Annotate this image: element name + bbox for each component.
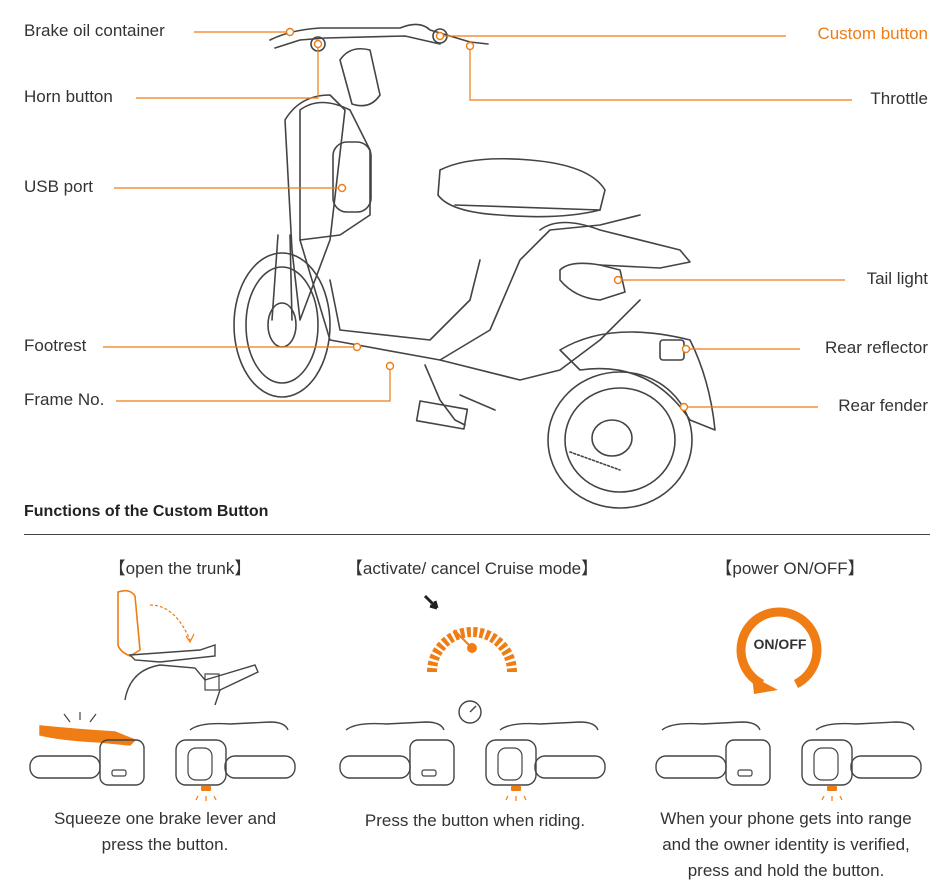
- caption-open-trunk-line1: Squeeze one brake lever and: [53, 809, 277, 828]
- caption-open-trunk-line2: press the button.: [101, 835, 229, 854]
- power-badge-label: ON/OFF: [753, 636, 807, 652]
- small-gauge-icon: [458, 700, 482, 724]
- brake-lever-handle-right: [655, 721, 771, 786]
- section-divider: [24, 534, 930, 535]
- label-frame-no: Frame No.: [24, 390, 105, 409]
- caption-cruise: Press the button when riding.: [330, 808, 620, 834]
- label-rear-reflector: Rear reflector: [825, 338, 928, 357]
- power-icon: [736, 607, 822, 694]
- rear-wheel: [547, 371, 693, 509]
- function-title-open-trunk: 【open the trunk】: [108, 559, 252, 578]
- caption-power: When your phone gets into range and the …: [636, 806, 936, 884]
- label-tail-light: Tail light: [866, 269, 928, 288]
- scooter-drawing: [233, 23, 716, 509]
- caption-power-line1: When your phone gets into range: [660, 809, 912, 828]
- trunk-illustration: [117, 589, 259, 706]
- callout-lines: [103, 31, 852, 408]
- brake-lever-handle-center: [339, 721, 455, 786]
- callout-dots: [285, 27, 691, 412]
- function-title-cruise: 【activate/ cancel Cruise mode】: [345, 559, 599, 578]
- label-brake-oil-container: Brake oil container: [24, 21, 165, 40]
- caption-cruise-line1: Press the button when riding.: [364, 811, 586, 830]
- label-footrest: Footrest: [24, 336, 87, 355]
- callout-throttle: [469, 46, 852, 101]
- custom-button-handle-3: [801, 721, 922, 801]
- label-usb-port: USB port: [24, 177, 93, 196]
- rear-fender: [559, 331, 716, 431]
- custom-button-handle-1: [175, 721, 296, 801]
- caption-power-line3: press and hold the button.: [687, 861, 885, 880]
- callout-horn: [136, 46, 319, 99]
- function-title-power: 【power ON/OFF】: [715, 559, 865, 578]
- callout-frame-no: [116, 368, 391, 402]
- speedometer-icon: [423, 594, 517, 673]
- label-custom-button: Custom button: [817, 24, 928, 43]
- label-throttle: Throttle: [870, 89, 928, 108]
- brake-lever-handle-left: [29, 712, 145, 786]
- caption-open-trunk: Squeeze one brake lever and press the bu…: [20, 806, 310, 858]
- custom-button-handle-2: [485, 721, 606, 801]
- label-horn-button: Horn button: [24, 87, 113, 106]
- label-rear-fender: Rear fender: [838, 396, 928, 415]
- front-wheel: [233, 252, 331, 398]
- caption-power-line2: and the owner identity is verified,: [662, 835, 910, 854]
- section-title: Functions of the Custom Button: [24, 503, 269, 520]
